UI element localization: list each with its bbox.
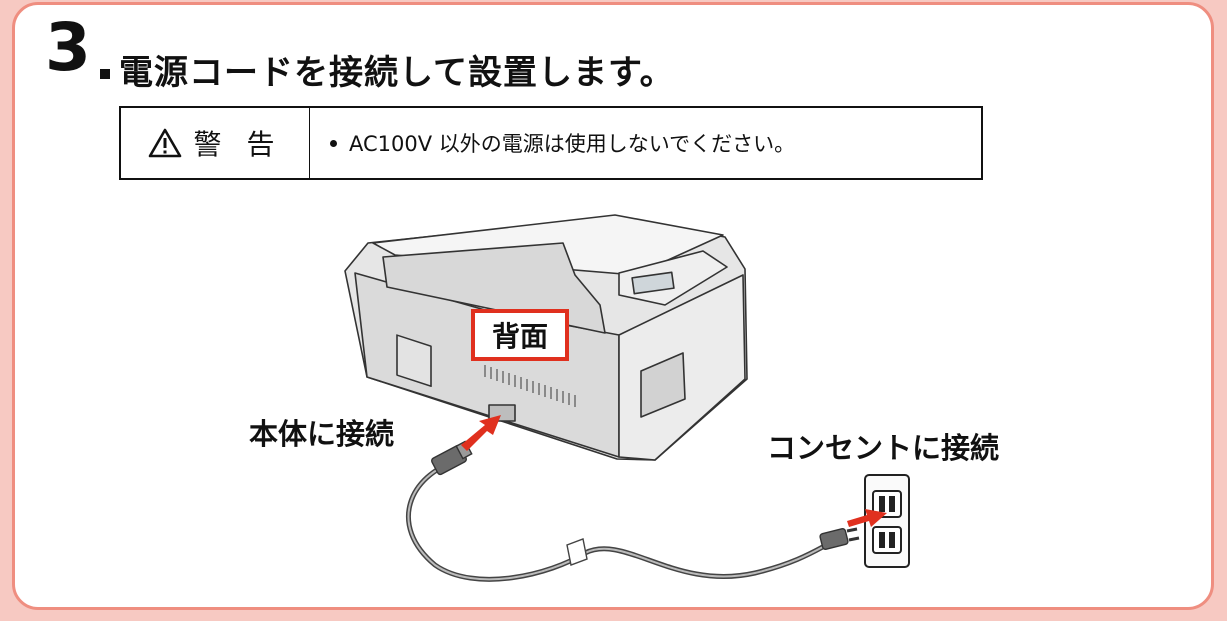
warning-text-cell: AC100V 以外の電源は使用しないでください。 [310,108,981,178]
bullet-point [330,139,337,147]
warning-text: AC100V 以外の電源は使用しないでください。 [349,132,796,156]
connect-to-outlet-label: コンセントに接続 [767,431,1000,465]
arrow-to-printer [461,415,501,451]
connect-to-printer-label: 本体に接続 [249,417,395,451]
wall-outlet [864,474,910,568]
instruction-panel: 3 電源コードを接続して設置します。 警 告 AC100V 以外の電源は使用しな… [12,2,1214,610]
vent-grille [484,365,576,407]
back-side-label: 背面 [471,309,569,361]
warning-label: 警 告 [193,128,283,161]
cord-break-mark [566,538,588,566]
lcd-screen [631,271,675,295]
warning-triangle-icon [148,128,181,158]
front-opening [640,352,686,418]
rear-cover [396,334,432,388]
arrow-to-outlet [847,509,887,527]
warning-box: 警 告 AC100V 以外の電源は使用しないでください。 [119,106,983,180]
warning-label-cell: 警 告 [121,108,310,178]
step-number-period [100,69,110,79]
step-number: 3 [45,9,91,86]
printer-illustration [344,214,910,582]
wall-plug [819,527,860,550]
step-title: 電源コードを接続して設置します。 [119,53,675,93]
power-cord [405,458,840,582]
